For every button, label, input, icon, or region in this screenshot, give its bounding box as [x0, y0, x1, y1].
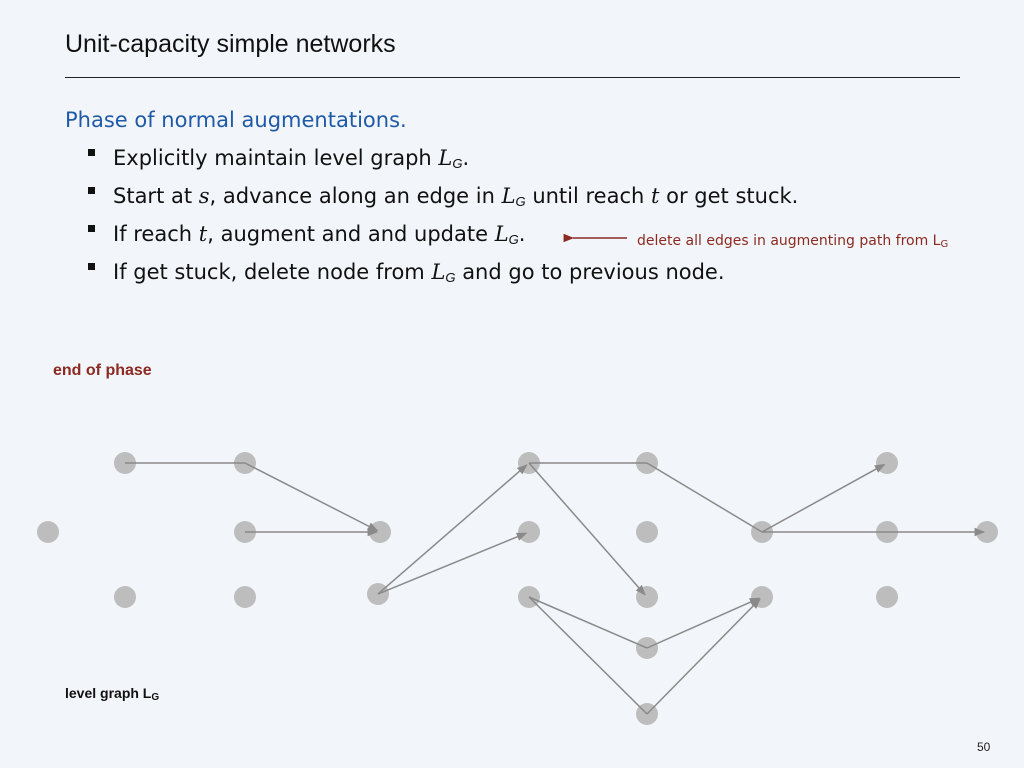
bullet-text: and go to previous node. [455, 260, 725, 284]
math-sub: G [445, 270, 456, 285]
section-heading: Phase of normal augmentations. [65, 108, 407, 132]
math-sub: G [515, 194, 526, 209]
bullet-square-icon [88, 149, 95, 156]
bullet-text: Explicitly maintain level graph [113, 146, 439, 170]
bullet-text: . [462, 146, 470, 170]
graph-edge [528, 462, 646, 596]
edges-layer [125, 462, 986, 715]
graph-node [37, 521, 59, 543]
graph-edge [528, 596, 648, 715]
bullet-list: Explicitly maintain level graph LG. Star… [88, 143, 798, 295]
graph-edge [528, 596, 648, 649]
graph-label-text: level graph L [65, 685, 152, 701]
graph-edge [646, 597, 761, 649]
bullet-square-icon [88, 187, 95, 194]
math-sub: G [452, 156, 463, 171]
bullet-text: Start at [113, 184, 199, 208]
page-number: 50 [977, 740, 991, 754]
bullet-text: If get stuck, delete node from [113, 260, 432, 284]
bullet-text: or get stuck. [659, 184, 799, 208]
bullet-item: If reach t, augment and and update LG. [88, 219, 798, 257]
graph-edge [377, 464, 528, 595]
graph-node [518, 521, 540, 543]
graph-label: level graph LG [65, 685, 159, 703]
graph-node [114, 586, 136, 608]
math-var: L [501, 184, 516, 208]
math-var: t [198, 222, 208, 246]
phase-label: end of phase [53, 362, 152, 379]
graph-node [876, 452, 898, 474]
bullet-item: If get stuck, delete node from LG and go… [88, 257, 798, 295]
graph-label-sub: G [151, 692, 160, 703]
graph-edge [646, 598, 761, 715]
graph-node [976, 521, 998, 543]
bullet-text: until reach [525, 184, 652, 208]
bullet-text: , advance along an edge in [209, 184, 502, 208]
annotation-text: delete all edges in augmenting path from… [637, 233, 941, 249]
graph-edge [377, 532, 528, 595]
annotation-sub: G [940, 239, 949, 250]
graph-edge [761, 463, 886, 533]
graph-edge [244, 462, 379, 532]
math-var: L [438, 146, 453, 170]
graph-edge [646, 462, 763, 533]
bullet-square-icon [88, 225, 95, 232]
bullet-text: , augment and and update [207, 222, 495, 246]
math-var: t [651, 184, 660, 208]
graph-node [636, 521, 658, 543]
bullet-item: Explicitly maintain level graph LG. [88, 143, 798, 181]
bullet-item: Start at s, advance along an edge in LG … [88, 181, 798, 219]
bullet-square-icon [88, 263, 95, 270]
math-var: L [494, 222, 509, 246]
bullet-text: . [518, 222, 526, 246]
slide-title: Unit-capacity simple networks [65, 30, 396, 58]
bullet-text: If reach [113, 222, 199, 246]
title-divider [65, 77, 960, 78]
math-sub: G [508, 232, 519, 247]
math-var: L [431, 260, 446, 284]
annotation-note: delete all edges in augmenting path from… [637, 233, 948, 250]
nodes-layer [37, 452, 998, 725]
graph-node [876, 586, 898, 608]
math-var: s [198, 184, 210, 208]
graph-node [234, 586, 256, 608]
